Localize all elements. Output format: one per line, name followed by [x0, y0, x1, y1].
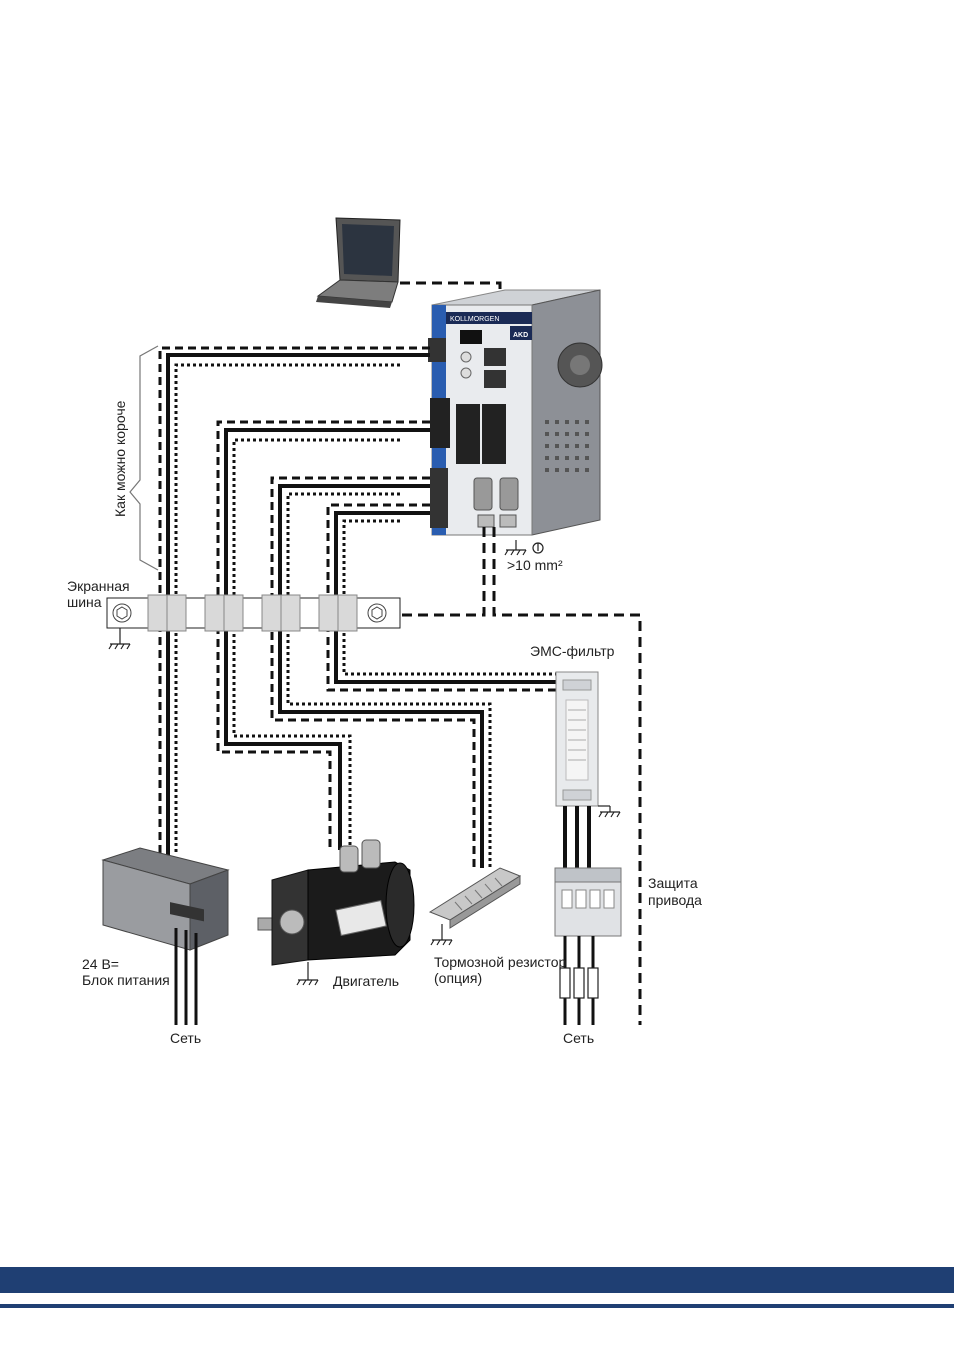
servo-drive-image: KOLLMORGEN AKD — [428, 290, 602, 535]
psu-label-line2: Блок питания — [82, 972, 170, 988]
psu-label-line1: 24 В= — [82, 956, 119, 972]
mains-label-right: Сеть — [563, 1030, 594, 1046]
fuses — [560, 968, 598, 998]
short-as-possible-brace — [130, 346, 158, 570]
motor-label: Двигатель — [333, 973, 399, 989]
drive-protection-label-line2: привода — [648, 892, 702, 908]
drive-model-label: AKD — [513, 332, 528, 339]
shield-bus-ground-icon — [109, 628, 130, 649]
emc-filter-label: ЭМС-фильтр — [530, 643, 615, 659]
footer-band — [0, 1267, 954, 1293]
emc-filter-image — [556, 672, 598, 806]
laptop-image — [316, 218, 400, 308]
short-as-possible-label: Как можно короче — [112, 400, 128, 517]
drive-ground-icon — [505, 540, 543, 555]
power-supply-image — [103, 848, 228, 950]
brake-resistor-image — [430, 868, 520, 928]
emc-filter-ground-icon — [598, 806, 620, 817]
brake-resistor-label-line2: (опция) — [434, 970, 482, 986]
shield-bus-label-line2: шина — [67, 594, 102, 610]
motor-ground-icon — [297, 962, 318, 985]
ground-cross-section-label: >10 mm² — [507, 557, 563, 573]
mains-label-left: Сеть — [170, 1030, 201, 1046]
brake-resistor-ground-icon — [431, 924, 452, 945]
footer-line — [0, 1304, 954, 1308]
motor-image — [258, 840, 414, 965]
shield-bus-label-line1: Экранная — [67, 578, 130, 594]
contactor-image — [555, 868, 621, 936]
drive-protection-line — [400, 527, 640, 1025]
brake-resistor-label-line1: Тормозной резистор — [434, 954, 566, 970]
filter-contactor-wires — [565, 806, 589, 870]
drive-brand-label: KOLLMORGEN — [450, 316, 499, 323]
drive-protection-label-line1: Защита — [648, 875, 698, 891]
shield-bus — [107, 595, 400, 631]
